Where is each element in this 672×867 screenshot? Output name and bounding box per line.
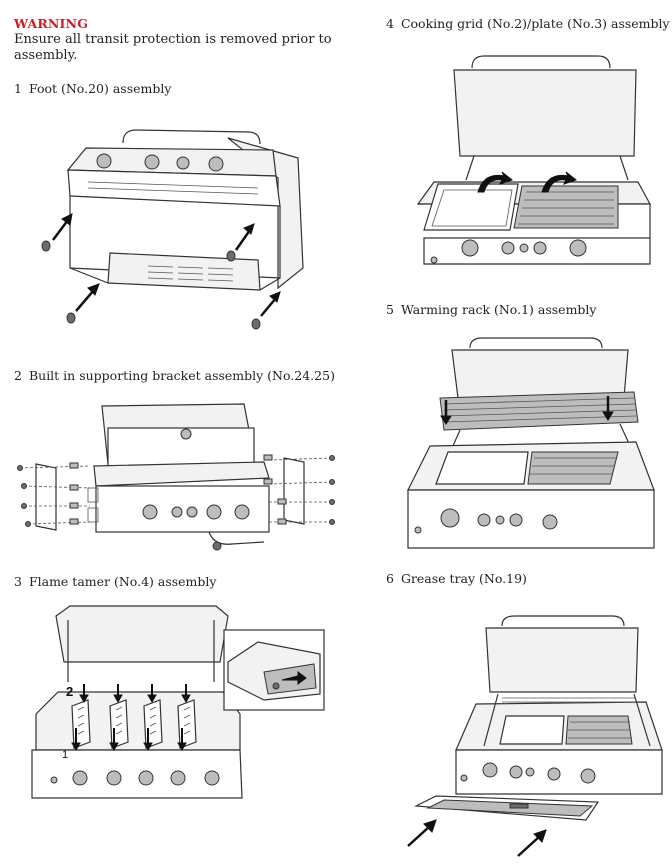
step-label: Built in supporting bracket assembly (No… xyxy=(28,368,335,383)
step-label: Grease tray (No.19) xyxy=(400,571,527,586)
step-label: Foot (No.20) assembly xyxy=(28,81,172,96)
step-2-heading: 2 Built in supporting bracket assembly (N… xyxy=(14,368,335,383)
flame-tamer-illustration: 2 1 xyxy=(28,602,328,812)
step-6-heading: 6 Grease tray (No.19) xyxy=(386,571,527,586)
callout-2: 2 xyxy=(66,684,73,699)
bracket-assembly-illustration xyxy=(14,396,344,556)
step-5-heading: 5 Warming rack (No.1) assembly xyxy=(386,302,597,317)
cooking-grid-illustration xyxy=(414,52,652,277)
grease-tray-illustration xyxy=(400,610,666,866)
step-number: 6 xyxy=(386,571,394,586)
step-4-heading: 4 Cooking grid (No.2)/plate (No.3) assemb… xyxy=(386,16,670,31)
step-3-heading: 3 Flame tamer (No.4) assembly xyxy=(14,574,216,589)
callout-1: 1 xyxy=(62,749,68,761)
warning-title: WARNING xyxy=(14,16,89,31)
warming-rack-illustration xyxy=(404,334,660,554)
step-number: 5 xyxy=(386,302,394,317)
warning-text: Ensure all transit protection is removed… xyxy=(14,32,332,63)
step-label: Flame tamer (No.4) assembly xyxy=(28,574,217,589)
foot-assembly-illustration xyxy=(28,118,328,340)
step-number: 1 xyxy=(14,81,22,96)
step-label: Warming rack (No.1) assembly xyxy=(400,302,597,317)
step-label: Cooking grid (No.2)/plate (No.3) assembl… xyxy=(400,16,670,31)
step-number: 4 xyxy=(386,16,394,31)
step-1-heading: 1 Foot (No.20) assembly xyxy=(14,81,171,96)
step-number: 3 xyxy=(14,574,22,589)
step-number: 2 xyxy=(14,368,22,383)
